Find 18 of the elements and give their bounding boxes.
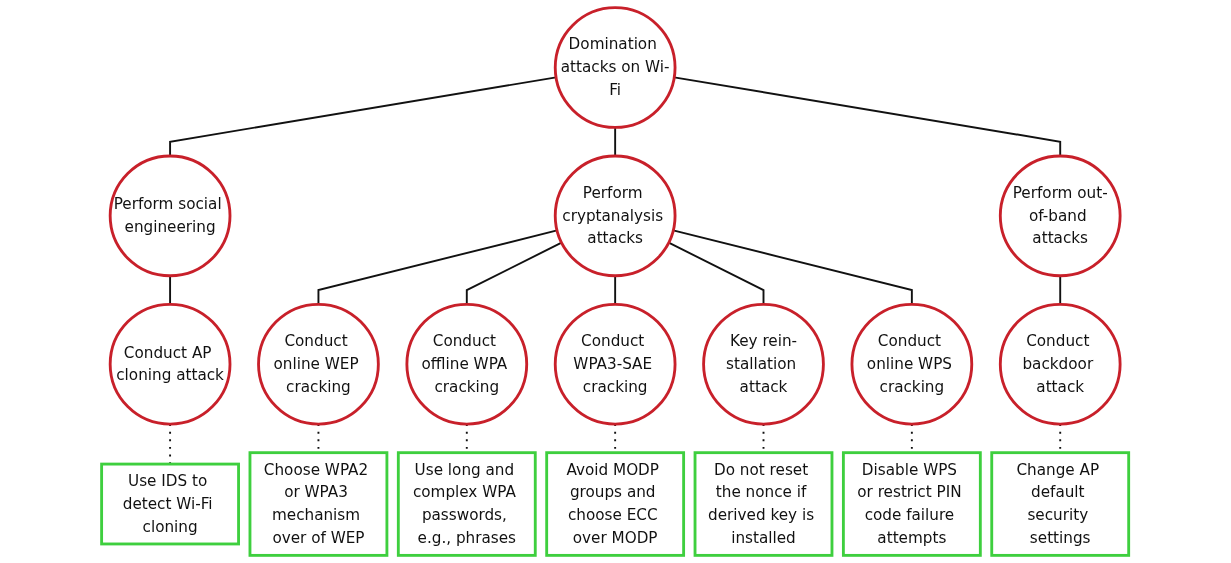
node-circle: Domination attacks on Wi-Fi xyxy=(554,6,677,129)
node-circle: Conduct offline WPA cracking xyxy=(405,302,529,426)
node-box: Change AP default security settings xyxy=(990,451,1131,557)
node-box: Disable WPS or restrict PIN code failure attempts xyxy=(842,451,983,557)
node-box: Use long and complex WPA passwords, e.g., phrases xyxy=(397,451,538,557)
node-circle: Conduct backdoor attack xyxy=(999,302,1122,426)
node-box: Avoid MODP groups and choose ECC over MODP xyxy=(545,451,686,557)
node-circle: Perform social engineering xyxy=(109,154,232,278)
node-circle: Conduct AP cloning attack xyxy=(109,302,232,426)
node-box: Choose WPA2 or WPA3 mechanism over of WEP xyxy=(248,451,389,557)
node-box: Do not reset the nonce if derived key is installed xyxy=(693,451,834,557)
node-box: Use IDS to detect Wi-Fi cloning xyxy=(100,462,241,546)
node-circle: Perform cryptanalysis attacks xyxy=(554,154,677,278)
node-circle: Conduct WPA3-SAE cracking xyxy=(554,302,677,426)
node-circle: Conduct online WPS cracking xyxy=(850,302,974,426)
node-circle: Key rein-stallation attack xyxy=(702,302,826,426)
node-circle: Conduct online WEP cracking xyxy=(257,302,381,426)
node-circle: Perform out-of-band attacks xyxy=(999,154,1122,278)
